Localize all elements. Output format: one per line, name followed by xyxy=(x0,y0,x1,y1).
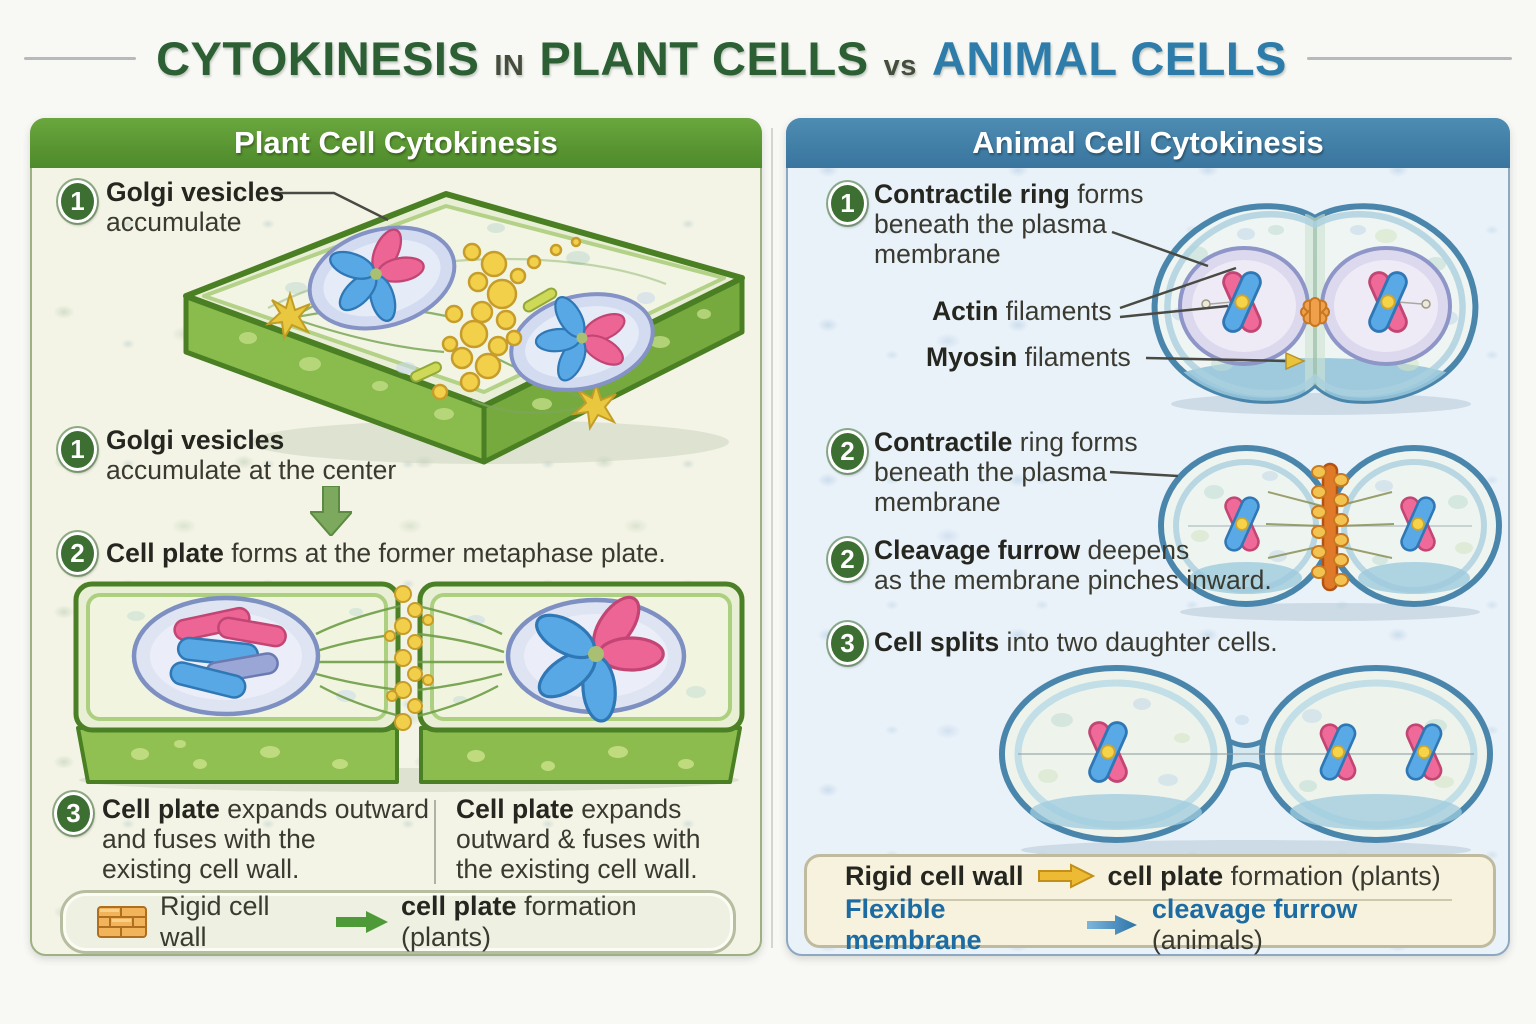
step-line: Contractile ring forms xyxy=(874,179,1144,209)
animal-panel-header: Animal Cell Cytokinesis xyxy=(786,118,1510,168)
animal-cell-ring-illustration xyxy=(1151,203,1479,415)
plant-panel-header: Plant Cell Cytokinesis xyxy=(30,118,762,168)
page-title: CYTOKINESIS IN PLANT CELLS vs ANIMAL CEL… xyxy=(0,26,1536,90)
animal-legend-term-flexible: Flexible membrane xyxy=(845,894,982,955)
step-line: as the membrane pinches inward. xyxy=(874,565,1272,596)
animal-step3-text: Cell splits into two daughter cells. xyxy=(874,627,1434,657)
step-line: accumulate at the center xyxy=(106,455,397,486)
yellow-arrow-icon xyxy=(1037,863,1095,889)
step-line: Cleavage furrow deepens xyxy=(874,535,1190,565)
step-line: Cell splits into two daughter cells. xyxy=(874,627,1278,657)
legend-divider xyxy=(848,899,1452,901)
step-line: outward & fuses with xyxy=(456,824,701,855)
step-line: Golgi vesicles xyxy=(106,425,285,455)
plant-legend-result: cell plate formation (plants) xyxy=(401,891,637,952)
animal-panel-title: Animal Cell Cytokinesis xyxy=(972,125,1324,160)
title-text: CYTOKINESIS IN PLANT CELLS vs ANIMAL CEL… xyxy=(156,31,1287,86)
plant-step1b-badge: 1 xyxy=(58,428,97,471)
step-line: Golgi vesicles xyxy=(106,177,285,207)
animal-legend-row-animals: Flexible membrane cleavage furrow (anima… xyxy=(807,894,1493,955)
step-line: the existing cell wall. xyxy=(456,854,698,885)
animal-legend: Rigid cell wall cell plate formation (pl… xyxy=(804,854,1496,955)
plant-legend: Rigid cell wall cell plate formation (pl… xyxy=(60,890,736,954)
step-line: beneath the plasma xyxy=(874,457,1107,488)
title-word-cytokinesis: CYTOKINESIS xyxy=(156,31,480,85)
step-line: Cell plate expands xyxy=(456,794,682,824)
animal-cell-furrow-illustration xyxy=(1158,445,1502,621)
myosin-filaments-label: Myosin filaments xyxy=(926,342,1131,372)
plant-step1-text: Golgi vesicles accumulate xyxy=(106,177,284,237)
animal-legend-row-plants: Rigid cell wall cell plate formation (pl… xyxy=(807,857,1493,895)
plant-step2-badge: 2 xyxy=(58,532,97,575)
title-rule-right xyxy=(1306,56,1512,60)
brick-wall-icon xyxy=(97,906,147,938)
step-line: beneath the plasma xyxy=(874,209,1107,240)
step-line: membrane xyxy=(874,239,1001,270)
animal-step1-badge: 1 xyxy=(828,182,867,225)
step-line: Contractile ring forms xyxy=(874,427,1138,457)
step3-column-divider xyxy=(434,800,436,884)
step-line: Cell plate expands outward xyxy=(102,794,430,824)
plant-step3-badge: 3 xyxy=(54,792,93,835)
plant-panel-title: Plant Cell Cytokinesis xyxy=(234,125,558,160)
animal-step2a-text: Contractile ring forms beneath the plasm… xyxy=(874,427,1138,518)
title-connector-in: IN xyxy=(494,49,525,82)
step-line: Cell plate forms at the former metaphase… xyxy=(106,538,666,568)
animal-step3-badge: 3 xyxy=(828,622,867,665)
plant-step3-col2: Cell plate expands outward & fuses with … xyxy=(456,794,756,885)
plant-cell-plate-illustration xyxy=(73,576,745,792)
animal-legend-result-plants: cell plate formation (plants) xyxy=(1107,860,1441,891)
step-line: existing cell wall. xyxy=(102,854,300,885)
blue-arrow-icon xyxy=(1086,913,1139,937)
plant-step1-badge: 1 xyxy=(58,180,97,223)
animal-step1-text: Contractile ring forms beneath the plasm… xyxy=(874,179,1143,270)
plant-step2-text: Cell plate forms at the former metaphase… xyxy=(106,538,746,568)
animal-step2a-badge: 2 xyxy=(828,430,867,473)
plant-panel: Plant Cell Cytokinesis 1 Golgi vesicles … xyxy=(30,118,762,956)
plant-legend-term: Rigid cell wall xyxy=(160,891,270,952)
down-arrow-icon xyxy=(310,486,352,536)
daughter-cells-illustration xyxy=(999,665,1493,860)
animal-step2b-badge: 2 xyxy=(828,538,867,581)
animal-step2b-text: Cleavage furrow deepens as the membrane … xyxy=(874,535,1272,595)
step-line: membrane xyxy=(874,487,1001,518)
animal-legend-result-animals: cleavage furrow (animals) xyxy=(1151,894,1358,955)
title-word-vs: vs xyxy=(883,49,917,82)
title-word-plant-cells: PLANT CELLS xyxy=(539,31,869,85)
panel-divider xyxy=(771,128,773,948)
animal-panel: Animal Cell Cytokinesis 1 Contractile ri… xyxy=(786,118,1510,956)
animal-legend-term-rigid: Rigid cell wall xyxy=(845,860,1024,891)
plant-step1b-text: Golgi vesicles accumulate at the center xyxy=(106,425,396,485)
step-line: accumulate xyxy=(106,207,242,238)
title-word-animal-cells: ANIMAL CELLS xyxy=(931,31,1287,85)
actin-filaments-label: Actin filaments xyxy=(932,296,1112,326)
plant-cell-vesicles-illustration xyxy=(183,191,745,465)
step-line: and fuses with the xyxy=(102,824,316,855)
green-arrow-icon xyxy=(336,910,388,934)
title-rule-left xyxy=(24,56,137,60)
plant-step3-col1: Cell plate expands outward and fuses wit… xyxy=(102,794,432,885)
